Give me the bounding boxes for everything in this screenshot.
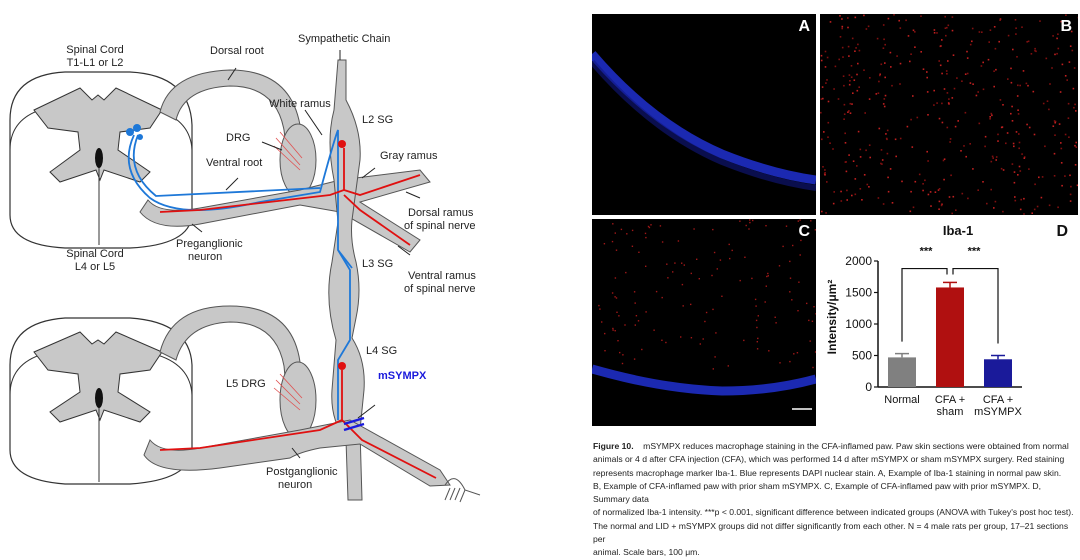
label-l4-sg: L4 SG bbox=[366, 345, 397, 358]
skin-ending bbox=[445, 479, 480, 502]
y-tick-label: 1500 bbox=[845, 286, 872, 300]
panel-letter-b: B bbox=[1060, 18, 1072, 36]
micrograph-panel-b: B bbox=[820, 14, 1078, 215]
chart-title: Iba-1 bbox=[943, 223, 973, 238]
drg-bottom bbox=[280, 362, 316, 438]
figure-label: Figure 10. bbox=[593, 441, 634, 451]
label-msympx: mSYMPX bbox=[378, 370, 426, 383]
bar bbox=[936, 287, 964, 387]
label-gray-ramus: Gray ramus bbox=[380, 150, 437, 163]
significance-label: *** bbox=[920, 246, 934, 258]
caption-line-1: Figure 10. mSYMPX reduces macrophage sta… bbox=[593, 440, 1075, 453]
panel-letter-a: A bbox=[798, 18, 810, 36]
bar-chart-iba1: Iba-1 D Intensity/μm² 0 500 1000 1500 2000 N… bbox=[820, 219, 1078, 426]
label-postganglionic-2: neuron bbox=[278, 479, 312, 492]
label-preganglionic: Preganglionic bbox=[176, 238, 243, 251]
bar bbox=[984, 359, 1012, 387]
category-label: CFA + bbox=[983, 394, 1013, 406]
label-dorsal-ramus: Dorsal ramus bbox=[408, 207, 473, 220]
panel-letter-d: D bbox=[1056, 223, 1068, 240]
figure-caption: Figure 10. mSYMPX reduces macrophage sta… bbox=[593, 440, 1075, 560]
category-label: mSYMPX bbox=[974, 406, 1022, 418]
label-dorsal-ramus-2: of spinal nerve bbox=[404, 220, 476, 233]
label-spinal-cord-mid: Spinal Cord bbox=[40, 248, 150, 261]
y-tick-label: 500 bbox=[852, 349, 872, 363]
label-drg: DRG bbox=[226, 132, 250, 145]
label-sympathetic-chain: Sympathetic Chain bbox=[298, 33, 390, 46]
y-tick-label: 2000 bbox=[845, 254, 872, 268]
caption-line-3: represents macrophage marker Iba-1. Blue… bbox=[593, 467, 1075, 480]
label-spinal-cord-mid-levels: L4 or L5 bbox=[40, 261, 150, 274]
label-spinal-cord-top-levels: T1-L1 or L2 bbox=[40, 57, 150, 70]
y-tick-label: 1000 bbox=[845, 317, 872, 331]
significance-label: *** bbox=[968, 246, 982, 258]
label-dorsal-root: Dorsal root bbox=[210, 45, 264, 58]
label-l3-sg: L3 SG bbox=[362, 258, 393, 271]
panel-letter-c: C bbox=[798, 223, 810, 241]
category-label: Normal bbox=[884, 394, 919, 406]
label-l5-drg: L5 DRG bbox=[226, 378, 266, 391]
caption-line-4: B, Example of CFA-inflamed paw with prio… bbox=[593, 480, 1075, 507]
label-spinal-cord-top: Spinal Cord bbox=[40, 44, 150, 57]
micrograph-panel-a: A bbox=[592, 14, 816, 215]
label-l2-sg: L2 SG bbox=[362, 114, 393, 127]
label-ventral-ramus: Ventral ramus bbox=[408, 270, 476, 283]
y-axis-label: Intensity/μm² bbox=[825, 280, 839, 355]
label-ventral-root: Ventral root bbox=[206, 157, 262, 170]
drg-top bbox=[280, 124, 316, 196]
category-label: sham bbox=[937, 406, 964, 418]
category-label: CFA + bbox=[935, 394, 965, 406]
caption-line-2: animals or 4 d after CFA injection (CFA)… bbox=[593, 453, 1075, 466]
label-preganglionic-2: neuron bbox=[188, 251, 222, 264]
micrograph-panel-c: C bbox=[592, 219, 816, 426]
caption-line-6: The normal and LID + mSYMPX groups did n… bbox=[593, 520, 1075, 547]
label-white-ramus: White ramus bbox=[269, 98, 331, 111]
y-tick-label: 0 bbox=[865, 380, 872, 394]
label-ventral-ramus-2: of spinal nerve bbox=[404, 283, 476, 296]
label-postganglionic: Postganglionic bbox=[266, 466, 338, 479]
caption-line-7: animal. Scale bars, 100 μm. bbox=[593, 546, 1075, 559]
bar bbox=[888, 357, 916, 387]
caption-line-5: of normalized Iba-1 intensity. ***p < 0.… bbox=[593, 506, 1075, 519]
